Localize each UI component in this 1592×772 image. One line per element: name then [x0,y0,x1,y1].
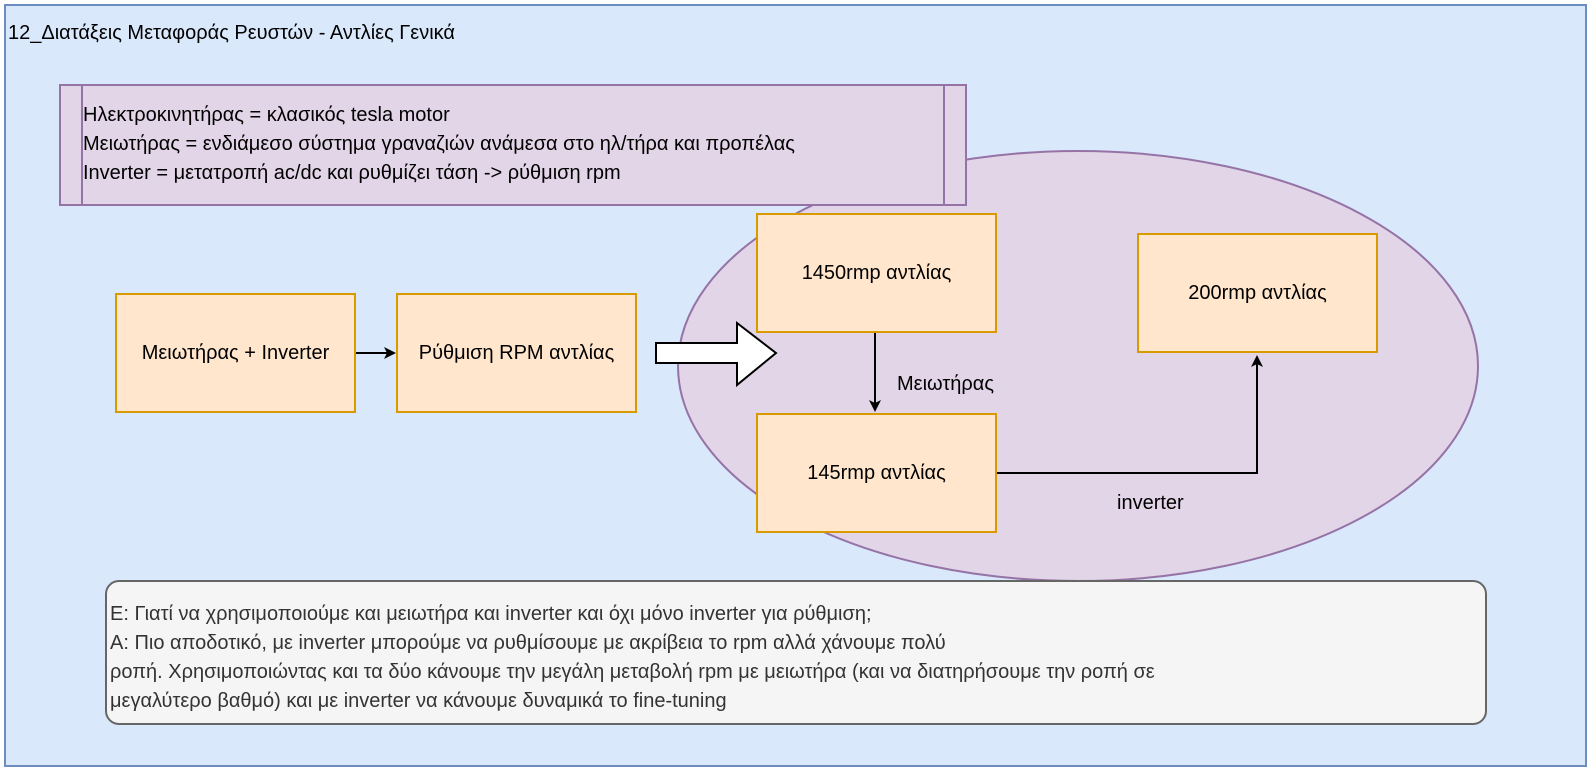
edge-145-to-200 [996,355,1263,474]
edge-label-inverter: inverter [1117,492,1184,514]
qa-note-box: Ε: Γιατί να χρησιμοποιούμε και μειωτήρα … [105,580,1487,725]
container-title: 12_Διατάξεις Μεταφοράς Ρευστών - Αντλίες… [8,22,455,44]
qa-line: μεγαλύτερο βαθμό) και με inverter να κάν… [110,690,727,712]
node-reducer-inverter[interactable]: Μειωτήρας + Inverter [115,293,356,413]
node-pump-145[interactable]: 145rmp αντλίας [756,413,997,533]
definitions-box [59,84,967,206]
qa-line: Ε: Γιατί να χρησιμοποιούμε και μειωτήρα … [110,603,872,625]
node-pump-1450[interactable]: 1450rmp αντλίας [756,213,997,333]
definition-line: Μειωτήρας = ενδιάμεσο σύστημα γραναζιών … [83,133,795,155]
definition-line: Inverter = μετατροπή ac/dc και ρυθμίζει … [83,162,621,184]
definitions-text: Ηλεκτροκινητήρας = κλασικός tesla motor … [83,101,943,188]
block-arrow-shape [655,320,778,388]
edge-label-reducer: Μειωτήρας [897,373,994,395]
node-pump-200[interactable]: 200rmp αντλίας [1137,233,1378,353]
node-rpm-control[interactable]: Ρύθμιση RPM αντλίας [396,293,637,413]
qa-line: ροπή. Χρησιμοποιώντας και τα δύο κάνουμε… [110,661,1155,683]
definition-line: Ηλεκτροκινητήρας = κλασικός tesla motor [83,104,450,126]
qa-line: Α: Πιο αποδοτικό, με inverter μπορούμε ν… [110,632,946,654]
